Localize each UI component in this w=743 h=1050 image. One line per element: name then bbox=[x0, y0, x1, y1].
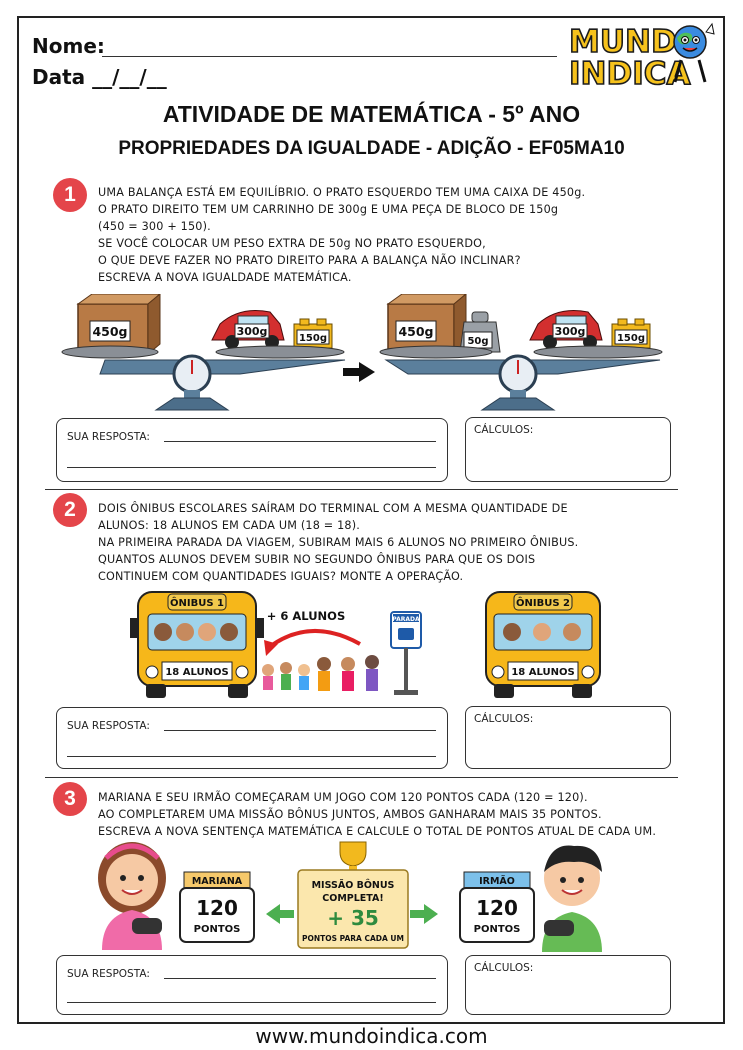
question-2-line: ALUNOS: 18 ALUNOS EM CADA UM (18 = 18). bbox=[98, 519, 361, 532]
date-row: Data __/__/__ bbox=[32, 65, 167, 89]
question-2-line: QUANTOS ALUNOS DEVEM SUBIR NO SEGUNDO ÔN… bbox=[98, 553, 536, 566]
mission-note: PONTOS PARA CADA UM bbox=[302, 934, 404, 943]
footer-url[interactable]: www.mundoindica.com bbox=[255, 1024, 488, 1048]
mission-title: MISSÃO BÔNUS bbox=[312, 879, 395, 891]
mariana-score: 120 bbox=[196, 896, 238, 920]
question-3-line: MARIANA E SEU IRMÃO COMEÇARAM UM JOGO CO… bbox=[98, 791, 588, 804]
mundo-indica-logo: MUNDO INDICA bbox=[568, 22, 715, 90]
question-3-line: AO COMPLETAREM UMA MISSÃO BÔNUS JUNTOS, … bbox=[98, 808, 602, 821]
bus-1-illustration: ÔNIBUS 1 18 ALUNOS + 6 ALUNOS PARADA bbox=[130, 591, 422, 698]
calc-label: CÁLCULOS: bbox=[474, 424, 534, 436]
question-2-number: 2 bbox=[53, 493, 87, 527]
bus-stop-label: PARADA bbox=[392, 616, 420, 623]
game-scores-illustration: MARIANA 120 PONTOS MISSÃO BÔNUS COMPLETA… bbox=[98, 841, 602, 952]
name-field[interactable] bbox=[102, 56, 557, 57]
question-1-number: 1 bbox=[53, 178, 87, 212]
answer-box-3[interactable]: SUA RESPOSTA: bbox=[56, 955, 448, 1015]
answer-label: SUA RESPOSTA: bbox=[67, 968, 150, 980]
page-subtitle: PROPRIEDADES DA IGUALDADE - ADIÇÃO - EF0… bbox=[118, 138, 625, 159]
brother-character bbox=[542, 845, 602, 952]
mariana-points-label: PONTOS bbox=[194, 924, 241, 935]
calc-box-3[interactable]: CÁLCULOS: bbox=[465, 955, 671, 1015]
mariana-character bbox=[98, 842, 166, 950]
mission-value: + 35 bbox=[327, 906, 379, 930]
question-1-line: ESCREVA A NOVA IGUALDADE MATEMÁTICA. bbox=[98, 271, 352, 284]
question-2-line: CONTINUEM COM QUANTIDADES IGUAIS? MONTE … bbox=[98, 570, 464, 583]
question-1-line: O QUE DEVE FAZER NO PRATO DIREITO PARA A… bbox=[98, 254, 521, 267]
calc-box-2[interactable]: CÁLCULOS: bbox=[465, 706, 671, 769]
answer-line[interactable] bbox=[164, 978, 436, 979]
answer-label: SUA RESPOSTA: bbox=[67, 720, 150, 732]
car-weight-label-2: 300g bbox=[555, 325, 586, 338]
extra-weight-label: 50g bbox=[467, 336, 488, 347]
question-1-text: UMA BALANÇA ESTÁ EM EQUILÍBRIO. O PRATO … bbox=[98, 184, 585, 286]
date-field[interactable]: __/__/__ bbox=[92, 65, 167, 89]
balance-scale-after: 450g 50g 300g 150g bbox=[379, 294, 663, 411]
calc-box-1[interactable]: CÁLCULOS: bbox=[465, 417, 671, 482]
answer-box-1[interactable]: SUA RESPOSTA: bbox=[56, 418, 448, 482]
answer-box-2[interactable]: SUA RESPOSTA: bbox=[56, 707, 448, 769]
answer-label: SUA RESPOSTA: bbox=[67, 431, 150, 443]
date-label: Data bbox=[32, 65, 86, 89]
question-2-line: DOIS ÔNIBUS ESCOLARES SAÍRAM DO TERMINAL… bbox=[98, 502, 568, 515]
question-3-line: ESCREVA A NOVA SENTENÇA MATEMÁTICA E CAL… bbox=[98, 825, 657, 838]
answer-line[interactable] bbox=[67, 467, 436, 468]
question-1-line: UMA BALANÇA ESTÁ EM EQUILÍBRIO. O PRATO … bbox=[98, 186, 586, 199]
block-weight-label-2: 150g bbox=[617, 333, 645, 344]
bus-2-count: 18 ALUNOS bbox=[511, 667, 574, 678]
question-2-text: DOIS ÔNIBUS ESCOLARES SAÍRAM DO TERMINAL… bbox=[98, 500, 578, 585]
block-weight-label: 150g bbox=[299, 333, 327, 344]
answer-line[interactable] bbox=[164, 441, 436, 442]
bus-1-count: 18 ALUNOS bbox=[165, 667, 228, 678]
section-divider bbox=[45, 777, 678, 778]
mariana-label: MARIANA bbox=[192, 876, 243, 887]
bus-2-label: ÔNIBUS 2 bbox=[516, 596, 570, 609]
question-1-line: O PRATO DIREITO TEM UM CARRINHO DE 300g … bbox=[98, 203, 559, 216]
question-3-text: MARIANA E SEU IRMÃO COMEÇARAM UM JOGO CO… bbox=[98, 789, 656, 840]
question-1-line: (450 = 300 + 150). bbox=[98, 220, 211, 233]
irmao-score: 120 bbox=[476, 896, 518, 920]
bus-1-label: ÔNIBUS 1 bbox=[170, 596, 224, 609]
answer-line[interactable] bbox=[67, 1002, 436, 1003]
car-weight-label: 300g bbox=[237, 325, 268, 338]
name-label: Nome: bbox=[32, 34, 105, 58]
question-2-line: NA PRIMEIRA PARADA DA VIAGEM, SUBIRAM MA… bbox=[98, 536, 579, 549]
calc-label: CÁLCULOS: bbox=[474, 713, 534, 725]
irmao-label: IRMÃO bbox=[479, 876, 515, 887]
box-weight-label: 450g bbox=[92, 324, 127, 339]
balance-scale-before: 450g 300g 150g bbox=[61, 294, 346, 411]
answer-line[interactable] bbox=[67, 756, 436, 757]
mission-subtitle: COMPLETA! bbox=[322, 893, 383, 904]
question-3-number: 3 bbox=[53, 782, 87, 816]
box-weight-label-2: 450g bbox=[398, 324, 433, 339]
arrow-right-icon bbox=[343, 362, 375, 382]
plus-students-label: + 6 ALUNOS bbox=[267, 609, 345, 623]
irmao-points-label: PONTOS bbox=[474, 924, 521, 935]
calc-label: CÁLCULOS: bbox=[474, 962, 534, 974]
section-divider bbox=[45, 489, 678, 490]
question-1-line: SE VOCÊ COLOCAR UM PESO EXTRA DE 50g NO … bbox=[98, 237, 486, 250]
page-frame bbox=[17, 16, 725, 1024]
bus-2-illustration: ÔNIBUS 2 18 ALUNOS bbox=[485, 591, 601, 698]
page-title: ATIVIDADE DE MATEMÁTICA - 5º ANO bbox=[162, 101, 581, 127]
students-group bbox=[262, 655, 379, 691]
logo-word-2: INDICA bbox=[569, 56, 691, 90]
answer-line[interactable] bbox=[164, 730, 436, 731]
